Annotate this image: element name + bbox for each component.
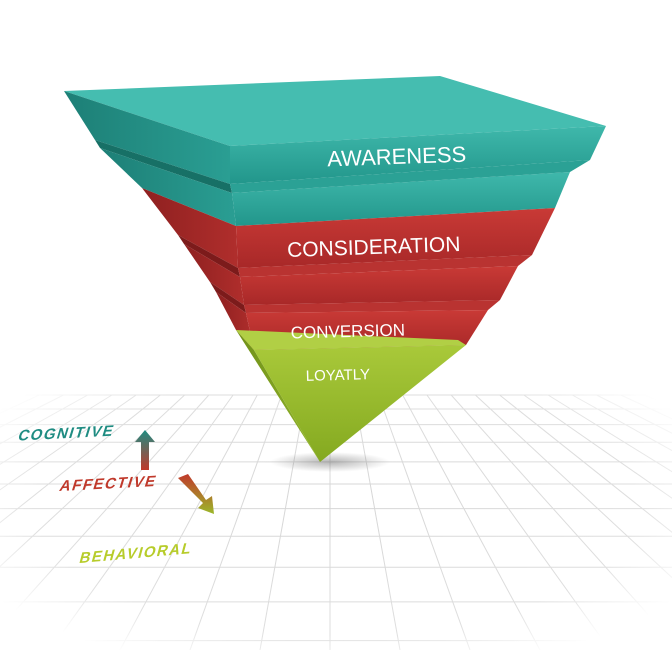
arrow-up-icon <box>135 430 155 470</box>
funnel-stage-awareness <box>64 76 606 226</box>
funnel-stage-loyalty <box>236 330 466 462</box>
stage-label-loyalty: LOYATLY <box>306 366 371 385</box>
stage-label-conversion: CONVERSION <box>290 321 405 343</box>
scale-label-cognitive: COGNITIVE <box>16 423 117 445</box>
attitude-scale: COGNITIVE AFFECTIVE BEHAVIORAL <box>16 423 214 567</box>
scale-label-affective: AFFECTIVE <box>57 473 159 495</box>
stage-label-awareness: AWARENESS <box>327 142 467 172</box>
arrow-down-icon <box>178 474 214 514</box>
tip-shadow <box>270 452 390 472</box>
funnel-stage-consideration <box>142 188 555 305</box>
